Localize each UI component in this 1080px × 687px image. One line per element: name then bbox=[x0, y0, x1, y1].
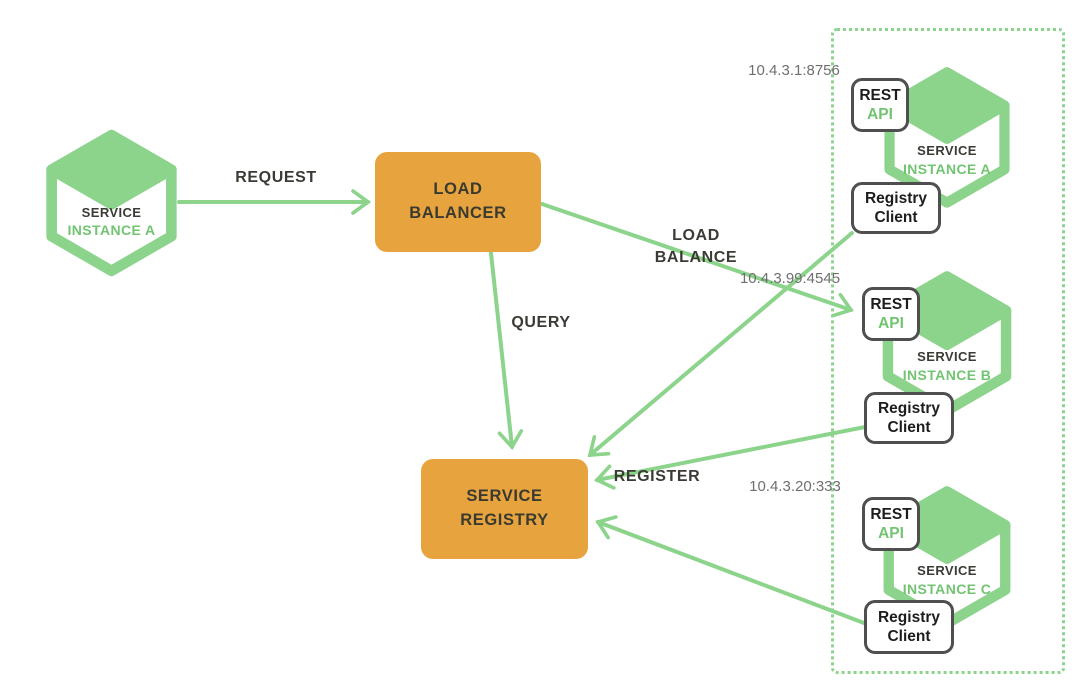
registry-client-box-b: Registry Client bbox=[864, 392, 954, 444]
instances-dashed-boundary bbox=[831, 28, 1065, 674]
register-arrow-b bbox=[594, 425, 867, 490]
load-balance-arrow bbox=[540, 202, 854, 318]
hexagon-cube-icon bbox=[46, 129, 177, 277]
service-text: SERVICE bbox=[81, 204, 142, 220]
instance-b-ip: 10.4.3.99:4545 bbox=[739, 270, 841, 287]
instance-text: INSTANCE A bbox=[903, 161, 991, 178]
query-edge-label: QUERY bbox=[511, 314, 571, 331]
request-edge-label: REQUEST bbox=[235, 169, 317, 186]
service-instance-a-node: SERVICE INSTANCE A bbox=[881, 66, 1013, 209]
service-text: SERVICE bbox=[917, 349, 977, 365]
rest-text: REST bbox=[870, 505, 912, 523]
load-balancer-node: LOAD BALANCER bbox=[375, 152, 541, 252]
instance-text: INSTANCE A bbox=[67, 222, 156, 239]
rest-api-box-a: REST API bbox=[851, 78, 909, 132]
instance-a-label: SERVICE INSTANCE A bbox=[881, 143, 1013, 178]
registry-client-box-c: Registry Client bbox=[864, 600, 954, 654]
hexagon-cube-icon bbox=[884, 67, 1010, 208]
rest-api-box-b: REST API bbox=[862, 287, 920, 341]
instance-text: INSTANCE B bbox=[902, 367, 992, 384]
instance-a-ip: 10.4.3.1:8756 bbox=[748, 62, 840, 79]
instance-text: INSTANCE C bbox=[902, 581, 992, 598]
api-text: API bbox=[867, 106, 893, 123]
service-text: SERVICE bbox=[917, 563, 977, 579]
register-edge-label: REGISTER bbox=[613, 468, 701, 485]
service-registry-node: SERVICE REGISTRY bbox=[421, 459, 588, 559]
rest-text: REST bbox=[870, 295, 912, 313]
rest-text: REST bbox=[859, 86, 901, 104]
instance-c-ip: 10.4.3.20:333 bbox=[749, 478, 841, 495]
api-text: API bbox=[878, 315, 904, 332]
query-arrow bbox=[489, 251, 524, 451]
api-text: API bbox=[878, 525, 904, 542]
rest-api-box-c: REST API bbox=[862, 497, 920, 551]
register-arrow-a bbox=[587, 231, 854, 457]
registry-client-box-a: Registry Client bbox=[851, 182, 941, 234]
register-arrow-c bbox=[595, 515, 866, 625]
client-instance-label: SERVICE INSTANCE A bbox=[45, 205, 178, 240]
load-balance-edge-label: LOAD BALANCE bbox=[654, 227, 738, 267]
service-text: SERVICE bbox=[917, 143, 977, 159]
instance-b-label: SERVICE INSTANCE B bbox=[881, 349, 1013, 384]
client-service-instance-node: SERVICE INSTANCE A bbox=[45, 128, 178, 278]
instance-c-label: SERVICE INSTANCE C bbox=[881, 563, 1013, 598]
